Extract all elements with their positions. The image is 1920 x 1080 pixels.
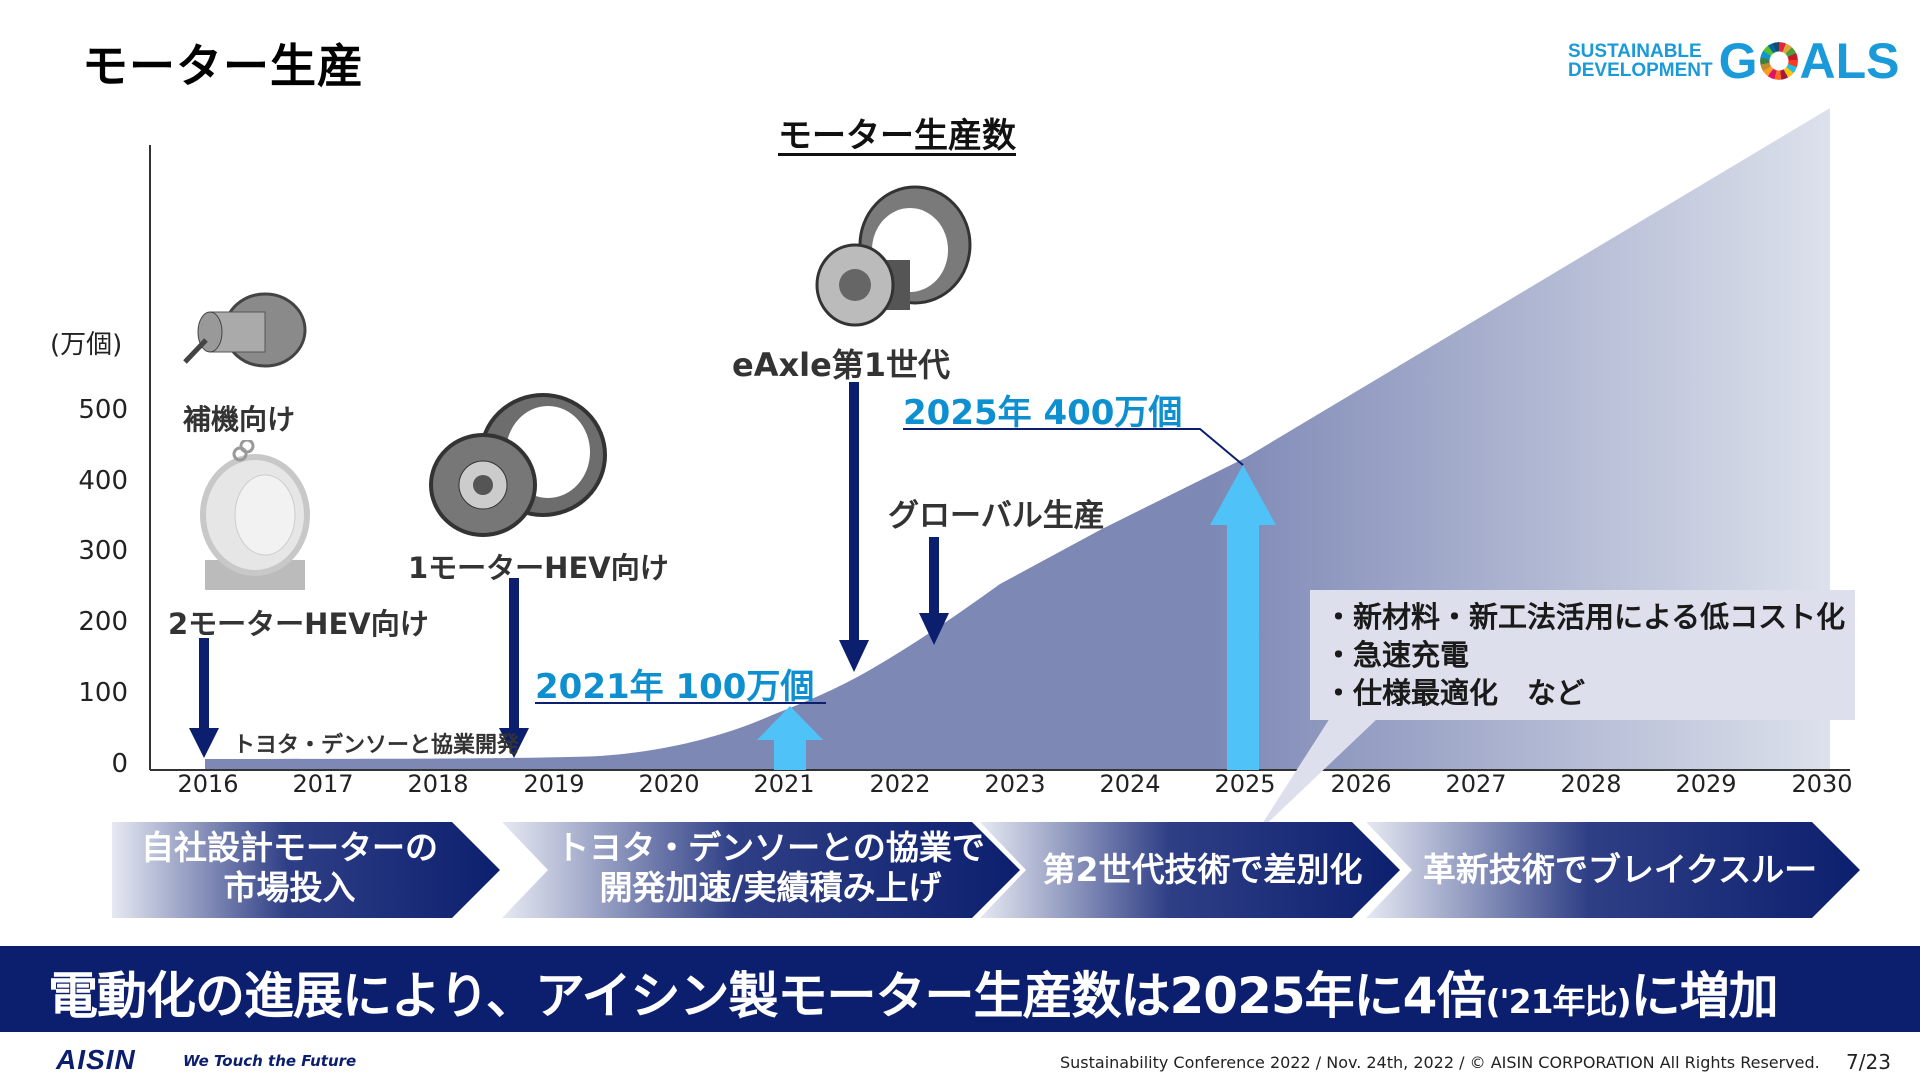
- footer-copyright: Sustainability Conference 2022 / Nov. 24…: [1060, 1053, 1820, 1072]
- y-tick-500: 500: [78, 395, 128, 425]
- x-tick: 2016: [177, 770, 239, 798]
- x-tick: 2021: [753, 770, 815, 798]
- x-tick: 2030: [1791, 770, 1853, 798]
- phase-1-line2: 市場投入: [223, 868, 356, 907]
- label-auxiliary: 補機向け: [183, 403, 296, 436]
- y-axis-unit: (万個): [50, 330, 123, 360]
- callout-item: ・仕様最適化 など: [1324, 676, 1586, 710]
- sdg-text-small: SUSTAINABLE DEVELOPMENT: [1568, 42, 1713, 80]
- banner-tail: に増加: [1630, 967, 1779, 1025]
- phase-3-line1: 第2世代技術で差別化: [1042, 850, 1363, 889]
- phase-4: 革新技術でブレイクスルー: [1410, 850, 1830, 890]
- eaxle-motor-image: [815, 185, 972, 327]
- phase-3: 第2世代技術で差別化: [1020, 850, 1385, 890]
- phase-2: トヨタ・デンソーとの協業で 開発加速/実績積み上げ: [548, 828, 993, 908]
- phase-4-line1: 革新技術でブレイクスルー: [1422, 850, 1818, 889]
- aisin-slogan: We Touch the Future: [183, 1052, 357, 1070]
- two-motor-hev-image: [200, 440, 310, 590]
- sdg-logo: SUSTAINABLE DEVELOPMENT G ALS: [1568, 33, 1900, 89]
- x-tick: 2019: [523, 770, 585, 798]
- x-tick: 2020: [638, 770, 700, 798]
- page-number: 7/23: [1846, 1050, 1891, 1074]
- x-tick: 2023: [984, 770, 1046, 798]
- sdg-line2: DEVELOPMENT: [1568, 60, 1713, 81]
- sdg-als: ALS: [1799, 33, 1900, 89]
- aisin-logo: AISIN: [56, 1044, 136, 1075]
- auxiliary-motor-image: [183, 292, 307, 368]
- future-tech-callout: ・新材料・新工法活用による低コスト化 ・急速充電 ・仕様最適化 など: [1310, 590, 1855, 720]
- label-eaxle-gen1: eAxle第1世代: [732, 346, 951, 384]
- label-two-motor-hev: 2モーターHEV向け: [168, 607, 429, 641]
- slide-title: モーター生産: [82, 39, 364, 93]
- one-motor-hev-image: [429, 393, 607, 537]
- banner-main: 電動化の進展により、アイシン製モーター生産数は2025年に4倍: [48, 967, 1486, 1025]
- sdg-goals: G ALS: [1718, 33, 1900, 89]
- x-tick: 2025: [1214, 770, 1276, 798]
- navy-arrows: [189, 382, 949, 758]
- phase-chevrons: [112, 822, 1860, 918]
- phase-1-line1: 自社設計モーターの: [141, 828, 438, 867]
- light-blue-arrows: [757, 465, 1276, 770]
- x-tick: 2022: [869, 770, 931, 798]
- x-tick: 2027: [1445, 770, 1507, 798]
- label-2025-production: 2025年 400万個: [903, 393, 1183, 433]
- banner-paren: ('21年比): [1485, 982, 1631, 1021]
- x-tick: 2018: [407, 770, 469, 798]
- label-global-production: グローバル生産: [888, 498, 1105, 534]
- x-tick: 2026: [1330, 770, 1392, 798]
- sdg-g: G: [1718, 33, 1758, 89]
- label-2021-production: 2021年 100万個: [535, 667, 815, 707]
- x-tick: 2024: [1099, 770, 1161, 798]
- sdg-line1: SUSTAINABLE: [1568, 41, 1702, 62]
- label-one-motor-hev: 1モーターHEV向け: [408, 551, 669, 585]
- x-tick: 2017: [292, 770, 354, 798]
- x-tick: 2029: [1675, 770, 1737, 798]
- y-tick-100: 100: [78, 678, 128, 708]
- banner-text: 電動化の進展により、アイシン製モーター生産数は2025年に4倍('21年比)に増…: [48, 956, 1779, 1028]
- y-tick-400: 400: [78, 466, 128, 496]
- label-collab-dev: トヨタ・デンソーと協業開発: [233, 733, 520, 758]
- phase-1: 自社設計モーターの 市場投入: [112, 828, 467, 908]
- phase-2-line2: 開発加速/実績積み上げ: [599, 868, 942, 907]
- y-tick-200: 200: [78, 607, 128, 637]
- y-tick-0: 0: [111, 749, 128, 779]
- callout-item: ・急速充電: [1324, 638, 1470, 672]
- chart-title: モーター生産数: [778, 116, 1016, 156]
- sdg-wheel-icon: [1759, 42, 1798, 80]
- summary-banner: 電動化の進展により、アイシン製モーター生産数は2025年に4倍('21年比)に増…: [0, 946, 1920, 1032]
- callout-tail: [1255, 718, 1378, 835]
- y-tick-300: 300: [78, 536, 128, 566]
- x-tick: 2028: [1560, 770, 1622, 798]
- callout-item: ・新材料・新工法活用による低コスト化: [1324, 600, 1846, 634]
- phase-2-line1: トヨタ・デンソーとの協業で: [556, 828, 985, 867]
